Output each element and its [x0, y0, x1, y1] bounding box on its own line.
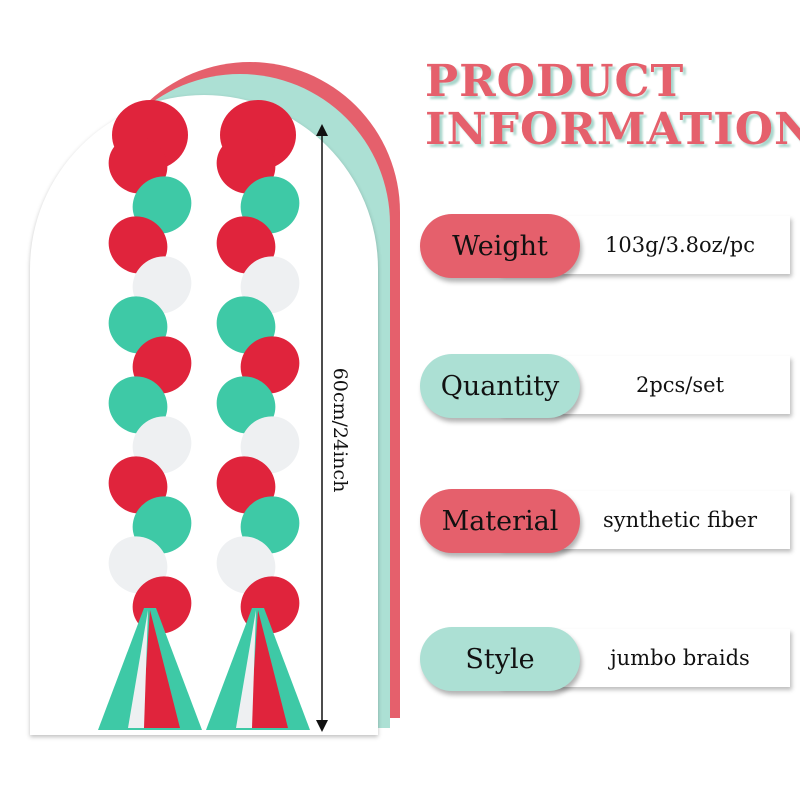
page-title: PRODUCT INFORMATION	[425, 58, 800, 154]
spec-label: Material	[420, 489, 580, 553]
braid-tail-red	[250, 610, 288, 728]
spec-label: Weight	[420, 214, 580, 278]
length-arrow	[316, 124, 328, 732]
spec-row-style: jumbo braids Style	[420, 627, 792, 691]
product-image-frame	[30, 95, 378, 735]
title-line-2: INFORMATION	[425, 104, 800, 155]
braid-tail-white	[128, 610, 148, 728]
spec-label: Style	[420, 627, 580, 691]
length-label: 60cm/24inch	[329, 367, 351, 493]
spec-row-material: synthetic fiber Material	[420, 489, 792, 553]
title-line-1: PRODUCT	[425, 56, 685, 107]
spec-row-weight: 103g/3.8oz/pc Weight	[420, 214, 792, 278]
spec-row-quantity: 2pcs/set Quantity	[420, 354, 792, 418]
braid-tail-white	[236, 610, 256, 728]
braid-tail-red	[142, 610, 180, 728]
spec-label: Quantity	[420, 354, 580, 418]
